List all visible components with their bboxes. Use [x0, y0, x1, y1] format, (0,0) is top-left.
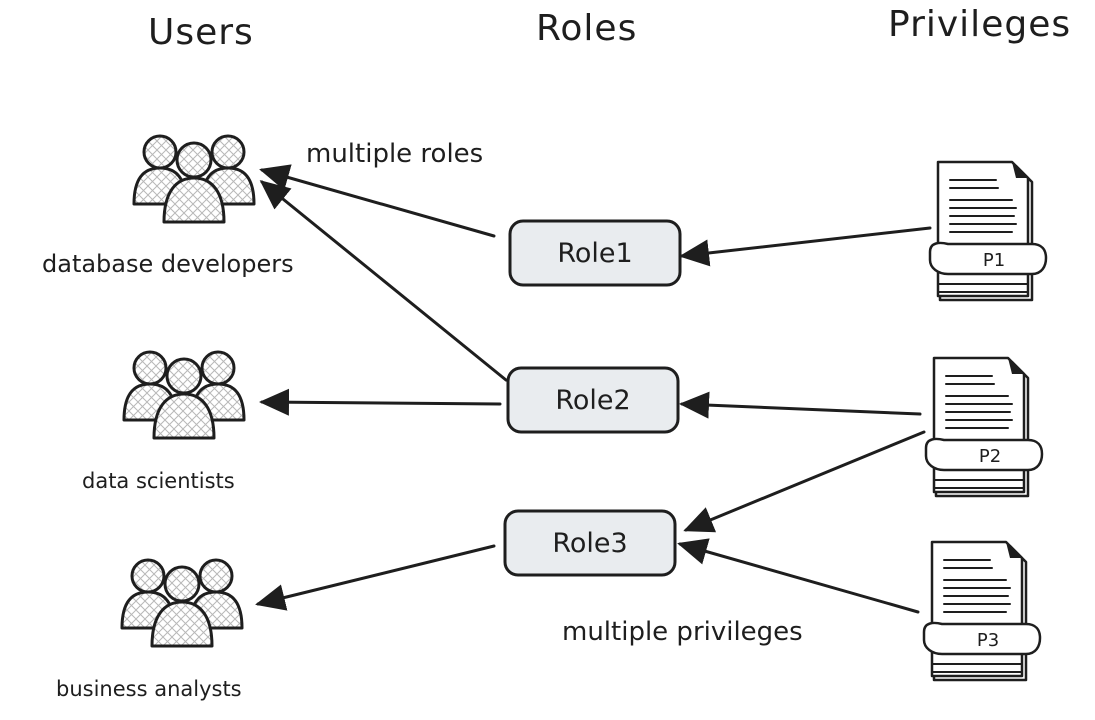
privilege-doc-p2[interactable]: P2	[924, 356, 1044, 498]
annotation-multiple-privileges: multiple privileges	[562, 617, 803, 647]
document-icon	[928, 160, 1048, 302]
role-box-role1[interactable]: Role1	[508, 219, 682, 287]
header-privileges: Privileges	[888, 4, 1071, 45]
role-label-role1: Role1	[557, 238, 632, 269]
privilege-label-p2: P2	[979, 446, 1001, 467]
user-label-business-analysts: business analysts	[56, 677, 242, 701]
arrow-role2-to-database-developers	[259, 180, 508, 382]
document-icon	[924, 356, 1044, 498]
header-users: Users	[148, 12, 254, 53]
role-label-role2: Role2	[555, 385, 630, 416]
arrow-p2-to-role2	[679, 391, 922, 419]
role-label-role3: Role3	[552, 528, 627, 559]
user-label-data-scientists: data scientists	[82, 469, 235, 493]
arrow-p1-to-role1	[679, 226, 932, 267]
privilege-doc-p3[interactable]: P3	[922, 540, 1042, 682]
privilege-doc-p1[interactable]: P1	[928, 160, 1048, 302]
privilege-label-p3: P3	[977, 630, 999, 651]
users-group-icon	[132, 134, 256, 224]
privilege-label-p1: P1	[983, 250, 1005, 271]
arrow-p3-to-role3	[677, 538, 920, 614]
users-group-icon	[120, 558, 244, 648]
user-label-database-developers: database developers	[42, 250, 294, 278]
user-group-data-scientists: data scientists	[82, 350, 246, 493]
user-group-database-developers: database developers	[42, 134, 294, 278]
annotation-multiple-roles: multiple roles	[306, 139, 483, 169]
arrow-p2-to-role3	[683, 430, 926, 533]
arrow-role3-to-business-analysts	[255, 544, 496, 611]
document-icon	[922, 540, 1042, 682]
role-box-role2[interactable]: Role2	[506, 366, 680, 434]
header-roles: Roles	[536, 8, 637, 49]
users-group-icon	[122, 350, 246, 440]
role-box-role3[interactable]: Role3	[503, 509, 677, 577]
arrow-role2-to-data-scientists	[259, 388, 502, 416]
arrow-role1-to-database-developers	[259, 164, 496, 238]
user-group-business-analysts: business analysts	[56, 558, 244, 701]
